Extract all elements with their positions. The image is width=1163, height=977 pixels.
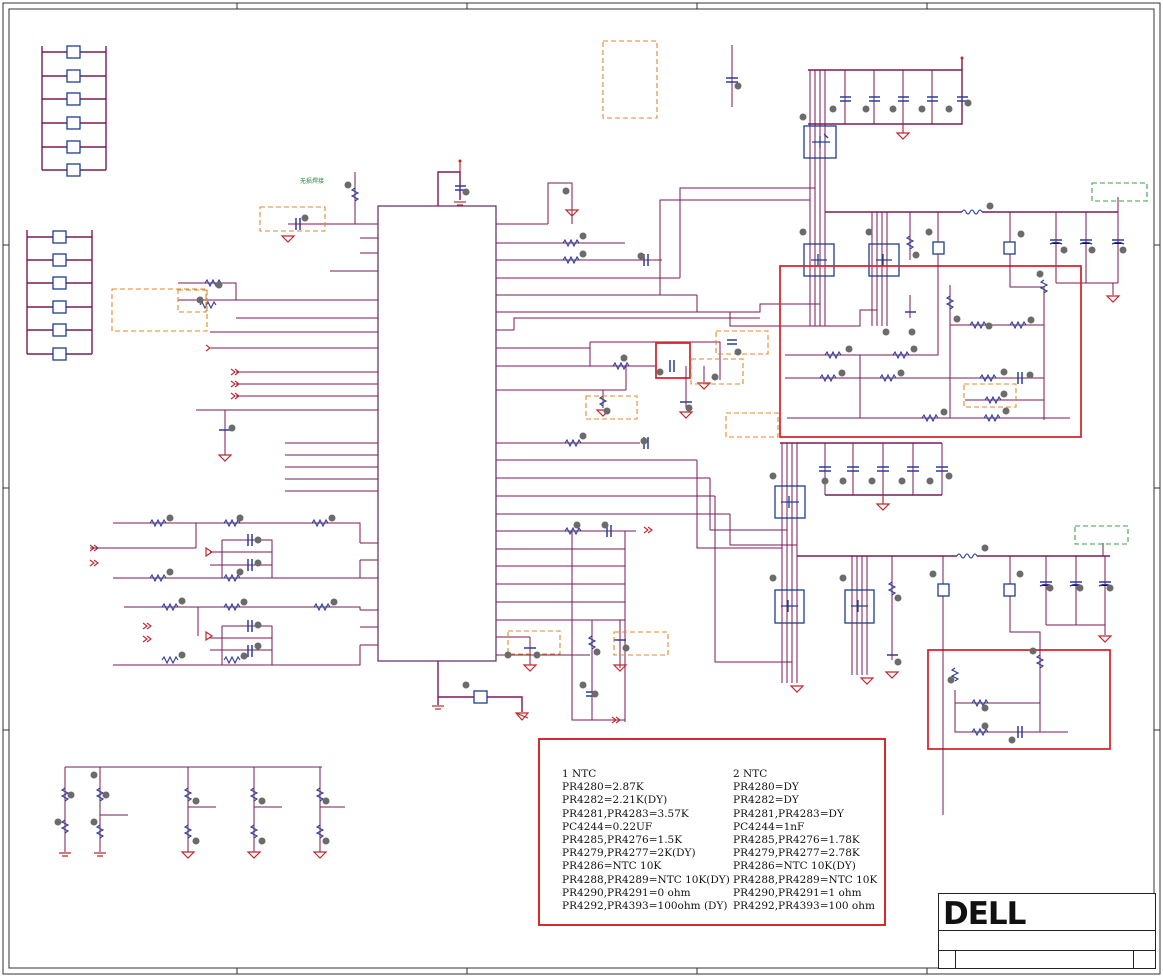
note-line: PR4279,PR4277=2K(DY) (562, 847, 696, 860)
note-line: PR4285,PR4276=1.78K (733, 834, 860, 847)
phase2-output (797, 543, 1113, 679)
note-line: PR4280=2.87K (562, 781, 644, 794)
note-line: PC4244=1nF (733, 820, 805, 833)
ntc-option-note: 1 NTC PR4280=2.87K PR4282=2.21K(DY) PR42… (538, 738, 886, 926)
dnp-outlines (111, 40, 1017, 656)
note-line: PR4286=NTC 10K(DY) (733, 860, 856, 873)
ntc-option-1-column: 1 NTC PR4280=2.87K PR4282=2.21K(DY) PR42… (562, 768, 730, 913)
rework-note-label: 无损焊接 (300, 178, 325, 185)
ic-supply-top (437, 159, 466, 206)
note-line: PR4282=2.21K(DY) (562, 794, 668, 807)
phase2-sense-network (942, 596, 1068, 815)
note-line: PR4288,PR4289=NTC 10K (733, 873, 878, 886)
strap-block-mid-left (26, 230, 93, 361)
zone-ticks (3, 3, 1160, 974)
note-line: 1 NTC (562, 768, 597, 780)
note-line: PR4288,PR4289=NTC 10K(DY) (562, 873, 730, 886)
phase1-input-rail (808, 56, 968, 140)
note-line: PR4281,PR4283=3.57K (562, 807, 689, 820)
note-line: PR4282=DY (733, 794, 799, 807)
controller-ic (377, 205, 497, 662)
center-rc-network (589, 339, 737, 419)
note-line: PR4290,PR4291=0 ohm (562, 886, 691, 899)
note-line: PR4292,PR4393=100 ohm (733, 900, 875, 913)
current-sense-network-1 (90, 518, 361, 583)
phase2-vertical-bus (781, 443, 868, 683)
note-line: PR4281,PR4283=DY (733, 807, 844, 820)
low-side-mosfet-1b (868, 243, 900, 277)
phase1-sense-highlight (779, 265, 1082, 438)
low-side-mosfet-2a (774, 589, 805, 624)
mosfet-symbols-2 (781, 496, 868, 612)
phase1-driver-wires (513, 187, 877, 330)
low-side-mosfet-1a (803, 243, 835, 277)
phase1-sense-network (785, 254, 1070, 423)
note-line: 2 NTC (733, 768, 768, 780)
ic-right-pins (496, 223, 730, 656)
title-block-divider (939, 950, 1155, 951)
ic-supply-bottom (432, 661, 530, 721)
note-line: PR4280=DY (733, 781, 799, 794)
phase2-sense-highlight (927, 649, 1111, 750)
high-side-mosfet-2 (774, 485, 806, 519)
note-line: PR4290,PR4291=1 ohm (733, 886, 862, 899)
phase2-driver-wires (696, 460, 797, 663)
component-reference-tags (54, 82, 1127, 845)
title-block-cell (955, 950, 956, 968)
low-side-mosfet-2b (844, 589, 875, 624)
top-center-cap (726, 45, 738, 107)
strap-block-top-left (41, 45, 107, 177)
center-right-passives (522, 182, 649, 722)
left-passives (178, 172, 360, 462)
phase2-input-rail (780, 442, 948, 511)
note-line: PR4292,PR4393=100ohm (DY) (562, 900, 728, 913)
title-block-cell (1133, 950, 1134, 968)
phase1-vertical-bus (809, 70, 888, 326)
title-block: DELL (938, 893, 1156, 969)
dell-logo: DELL (943, 896, 1026, 932)
current-sense-network-2 (113, 602, 361, 666)
left-input-arrows (89, 344, 653, 724)
ntc-option-2-column: 2 NTC PR4280=DY PR4282=DY PR4281,PR4283=… (733, 768, 877, 913)
ic-left-pins (196, 223, 378, 646)
test-point-outlines (1074, 182, 1148, 545)
mosfet-symbols-1 (811, 133, 892, 266)
high-side-mosfet-1 (803, 125, 837, 159)
note-line: PR4279,PR4277=2.78K (733, 847, 860, 860)
note-line: PC4244=0.22UF (562, 820, 653, 833)
phase1-output (825, 197, 1125, 318)
note-line: PR4285,PR4276=1.5K (562, 834, 683, 847)
bottom-divider-network (59, 766, 345, 859)
title-block-divider (939, 930, 1155, 931)
note-line: PR4286=NTC 10K (562, 860, 662, 873)
